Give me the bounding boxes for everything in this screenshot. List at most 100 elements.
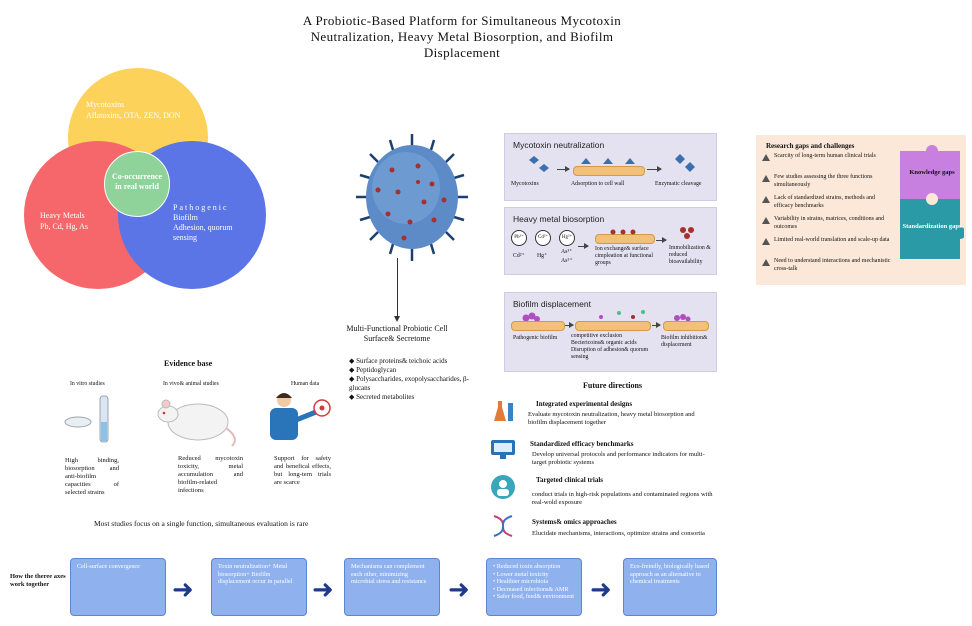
pathogenic-detail: Adhesion, quorum sensing [173, 223, 233, 242]
warning-icon [762, 217, 770, 224]
metal-bind-bar [595, 234, 655, 244]
heavy-metals-title: Heavy Metals [40, 211, 85, 220]
warning-icon [762, 175, 770, 182]
metal-arrow-1 [578, 243, 589, 249]
gap-item: Limited real-world translation and scale… [774, 237, 890, 243]
gap-item: Few studies assessing the three function… [774, 174, 873, 188]
metal-arrow-2 [656, 237, 667, 243]
biofilm-panel-title: Biofilm displacement [513, 299, 591, 309]
evidence-header-invitro: In vitro studies [70, 381, 105, 387]
bound-mycotoxin-icon [581, 158, 635, 164]
immobilized-metal-icon [680, 227, 694, 239]
biofilm-bar-2 [575, 321, 651, 331]
mycotoxins-title: Mycotoxins [86, 100, 125, 109]
step-enzymatic: Enzymatic cleavage [655, 181, 702, 187]
mycotoxin-molecules-icon [529, 156, 549, 172]
cell-connector-arrowhead [394, 316, 400, 322]
rat-icon [157, 399, 236, 447]
biofilm-bar-3 [663, 321, 709, 331]
ion-pb: Pb²⁺ [511, 230, 527, 246]
flow-box-2: Toxin neutralization+ Metal biosorption+… [211, 558, 307, 616]
flow-arrow-icon: ➜ [590, 575, 612, 605]
flow-arrow-icon: ➜ [172, 575, 194, 605]
ion-label-hg: Hg⁺ [537, 253, 548, 259]
gap-item: Lack of standardized strains, methods an… [774, 195, 875, 209]
cell-component-item: ◆ Surface proteins& teichoic acids [349, 357, 448, 365]
mycotoxin-arrow-1 [557, 166, 570, 172]
evidence-text-human: Support for safety and benefical effects… [274, 455, 331, 486]
puzzle-icon [900, 145, 964, 259]
ion-cd: Cd²⁺ [535, 230, 551, 246]
warning-icon [762, 259, 770, 266]
gap-item: Variability in strains, matrices, condit… [774, 216, 885, 230]
center-circle [104, 151, 170, 217]
future-item-text: Evaluate mycotoxin neutralization, heavy… [528, 411, 695, 426]
flow-box-1: Cell-surface convergence [70, 558, 166, 616]
future-item-text: Elucidate mechanisms, interactions, opti… [532, 530, 705, 537]
future-item-title: Integrated experimental designs [536, 400, 633, 408]
metal-step2: Ion exchange& surface cimpleation at fun… [595, 246, 653, 266]
cleaved-toxin-icon [675, 154, 695, 172]
pathogenic-title: Pathogenic [173, 203, 229, 212]
future-item-title: Targeted clinical trials [536, 476, 604, 484]
flow-label: How the theree axes work together [10, 573, 66, 588]
flow-box-4: • Reduced toxin absorption • Lower metal… [486, 558, 582, 616]
mycotoxins-list: Aflatoxins, OTA, ZEN, DON [86, 111, 181, 120]
flow-arrow-icon: ➜ [448, 575, 470, 605]
lab-flasks-icon [494, 401, 513, 421]
flow-arrow-icon: ➜ [312, 575, 334, 605]
bound-metal-dots-icon [610, 229, 636, 235]
biofilm-arrow-1 [565, 322, 574, 328]
puzzle-standardization-label: Standardization gaps [902, 223, 962, 230]
benchmark-monitor-icon [491, 440, 515, 459]
biofilm-step2: competitive exclusion Bectericoins& orga… [571, 333, 649, 360]
cell-wall-bar [573, 166, 645, 176]
gap-item: Scarcity of long-term human clinical tri… [774, 153, 876, 159]
metal-panel: Heavy metal biosorption Pb²⁺ Cd²⁺ Hg²⁺ C… [504, 207, 717, 275]
warning-icon [762, 196, 770, 203]
probiotic-cell-illustration [356, 134, 468, 261]
step-mycotoxins: Mycotoxins [511, 181, 539, 187]
cell-surface-title: Multi-Functional Probiotic Cell Surface&… [346, 324, 448, 343]
biofilm-arrow-2 [652, 322, 661, 328]
flow-box-3: Mechanisms can complement each other, mi… [344, 558, 440, 616]
petri-dish-tube-icon [64, 395, 109, 443]
competition-dots-icon [599, 310, 645, 319]
metal-step3: Immobilization & reduced bioavailability [669, 245, 711, 265]
research-gaps-box: Research gaps and challenges Scarcity of… [756, 135, 966, 285]
puzzle-knowledge-label: Knowledge gaps [909, 169, 955, 176]
evidence-title: Evidence base [164, 359, 213, 368]
biofilm-bar-1 [511, 321, 565, 331]
metal-panel-title: Heavy metal biosorption [513, 214, 605, 224]
cell-component-item: ◆ Secreted metabolites [349, 393, 415, 401]
pathogenic-sub: Biofilm [173, 213, 198, 222]
mycotoxin-arrow-2 [647, 166, 662, 172]
displaced-biofilm-icon [674, 314, 691, 322]
future-title: Future directions [583, 381, 643, 390]
cell-component-list: ◆ Surface proteins& teichoic acids ◆ Pep… [349, 357, 484, 402]
evidence-header-invivo: In vivo& animal studies [163, 381, 219, 387]
ion-label-as3: As³⁺ [561, 249, 573, 255]
mycotoxin-panel-title: Mycotoxin neutralization [513, 140, 605, 150]
ion-label-cd: Cd²⁺ [513, 253, 525, 259]
warning-icon [762, 154, 770, 161]
future-item-text: Develop universal protocols and performa… [532, 451, 705, 466]
cell-connector-line [397, 258, 398, 318]
future-item-title: Standardized efficacy benchmarks [530, 440, 634, 448]
evidence-text-invivo: Reduced mycotoxin toxicity, metal accumu… [178, 455, 243, 494]
future-item-title: Systems& omics approaches [532, 518, 617, 526]
step-adsorption: Adsorption to cell wall [571, 181, 625, 187]
heavy-metals-list: Pb, Cd, Hg, As [40, 222, 89, 231]
mycotoxin-panel: Mycotoxin neutralization Mycotoxins Adso… [504, 133, 717, 201]
ion-hg: Hg²⁺ [559, 230, 575, 246]
page-title: A Probiotic-Based Platform for Simultane… [302, 13, 622, 60]
biofilm-step1: Pathogenic biofilm [513, 335, 558, 341]
future-item-text: conduct trials in high-risk populations … [532, 491, 713, 506]
gap-item: Need to understand interactions and mech… [774, 258, 891, 272]
evidence-note: Most studies focus on a single function,… [94, 519, 309, 528]
pathogen-cluster-icon [522, 312, 540, 322]
co-occurrence-label: Co-occurrence in real world [111, 172, 163, 191]
cell-component-item: ◆ Peptidoglycan [349, 366, 397, 374]
evidence-header-human: Human data [291, 381, 320, 387]
